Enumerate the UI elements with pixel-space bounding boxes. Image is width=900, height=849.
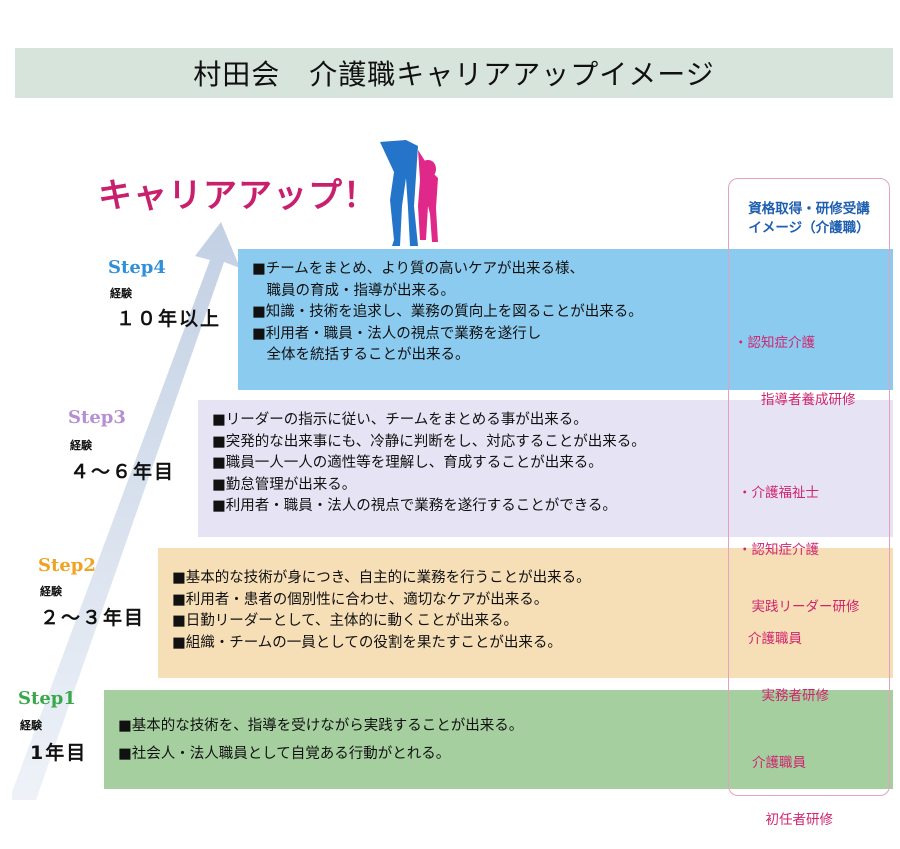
qual-line: 介護職員 <box>752 755 806 771</box>
qual-line: ・認知症介護 <box>734 335 815 351</box>
step4-line: ■チームをまとめ、より質の高いケアが出来る様、 <box>252 261 584 277</box>
qualification-header-line2: イメージ（介護職） <box>748 220 870 236</box>
step4-line: 職員の育成・指導が出来る。 <box>252 282 455 299</box>
step4-line: 全体を統括することが出来る。 <box>252 347 470 363</box>
step1-line: ■基本的な技術を、指導を受けながら実践することが出来る。 <box>118 718 524 734</box>
step4-box: ■チームをまとめ、より質の高いケアが出来る様、 職員の育成・指導が出来る。 ■知… <box>238 249 893 390</box>
step1-box: ■基本的な技術を、指導を受けながら実践することが出来る。 ■社会人・法人職員とし… <box>104 690 893 789</box>
people-silhouette-icon <box>380 140 438 246</box>
qual-line: 指導者養成研修 <box>734 392 856 408</box>
step1-name: Step1 <box>18 688 76 709</box>
qual-line: 実践リーダー研修 <box>738 599 860 615</box>
step2-exp: 経験 <box>40 585 62 598</box>
qual-line: ・認知症介護 <box>738 542 819 558</box>
step3-name: Step3 <box>68 407 126 428</box>
step2-box: ■基本的な技術が身につき、自主的に業務を行うことが出来る。 ■利用者・患者の個別… <box>158 548 893 678</box>
step2-line: ■日勤リーダーとして、主体的に動くことが出来る。 <box>172 613 519 629</box>
step1-qualification: 介護職員 初任者研修 <box>752 716 833 849</box>
step4-exp: 経験 <box>110 287 132 300</box>
step3-line: ■突発的な出来事にも、冷静に判断をし、対応することが出来る。 <box>212 433 646 450</box>
step3-line: ■リーダーの指示に従い、チームをまとめる事が出来る。 <box>212 412 588 428</box>
step2-line: ■基本的な技術が身につき、自主的に業務を行うことが出来る。 <box>172 570 591 586</box>
career-arrow <box>12 140 438 800</box>
step2-line: ■利用者・患者の個別性に合わせ、適切なケアが出来る。 <box>172 591 549 608</box>
step1-line: ■社会人・法人職員として自覚ある行動がとれる。 <box>118 746 451 762</box>
arrow-shape <box>12 222 240 800</box>
step3-exp: 経験 <box>70 439 92 452</box>
qualification-header: 資格取得・研修受講 イメージ（介護職） <box>728 200 890 238</box>
step4-qualification: ・認知症介護 指導者養成研修 <box>734 296 856 429</box>
step3-line: ■勤怠管理が出来る。 <box>212 476 357 493</box>
page-title: 村田会 介護職キャリアアップイメージ <box>193 58 715 91</box>
step3-box: ■リーダーの指示に従い、チームをまとめる事が出来る。 ■突発的な出来事にも、冷静… <box>198 400 893 537</box>
qualification-header-line1: 資格取得・研修受講 <box>748 201 870 217</box>
step4-line: ■知識・技術を追求し、業務の質向上を図ることが出来る。 <box>252 304 643 320</box>
step2-qualification: 介護職員 実務者研修 <box>748 592 829 725</box>
step4-name: Step4 <box>108 257 166 278</box>
step2-name: Step2 <box>38 555 96 576</box>
step3-line: ■利用者・職員・法人の視点で業務を遂行することができる。 <box>212 498 617 514</box>
step4-line: ■利用者・職員・法人の視点で業務を遂行し <box>252 325 542 342</box>
step1-exp: 経験 <box>20 719 42 732</box>
step3-years: ４～６年目 <box>70 461 176 483</box>
step3-qualification: ・介護福祉士 ・認知症介護 実践リーダー研修 <box>738 446 860 636</box>
qualification-column <box>728 178 890 796</box>
step2-line: ■組織・チームの一員としての役割を果たすことが出来る。 <box>172 634 562 651</box>
qual-line: ・介護福祉士 <box>738 485 819 501</box>
qual-line: 実務者研修 <box>748 688 829 704</box>
qual-line: 介護職員 <box>748 631 802 647</box>
title-bar: 村田会 介護職キャリアアップイメージ <box>15 48 893 98</box>
qual-line: 初任者研修 <box>752 812 833 828</box>
step3-line: ■職員一人一人の適性等を理解し、育成することが出来る。 <box>212 455 603 471</box>
career-up-label: キャリアアップ！ <box>98 176 378 216</box>
step4-years: １０年以上 <box>116 308 222 330</box>
step1-years: 1年目 <box>30 742 88 764</box>
step2-years: ２～３年目 <box>40 607 146 629</box>
